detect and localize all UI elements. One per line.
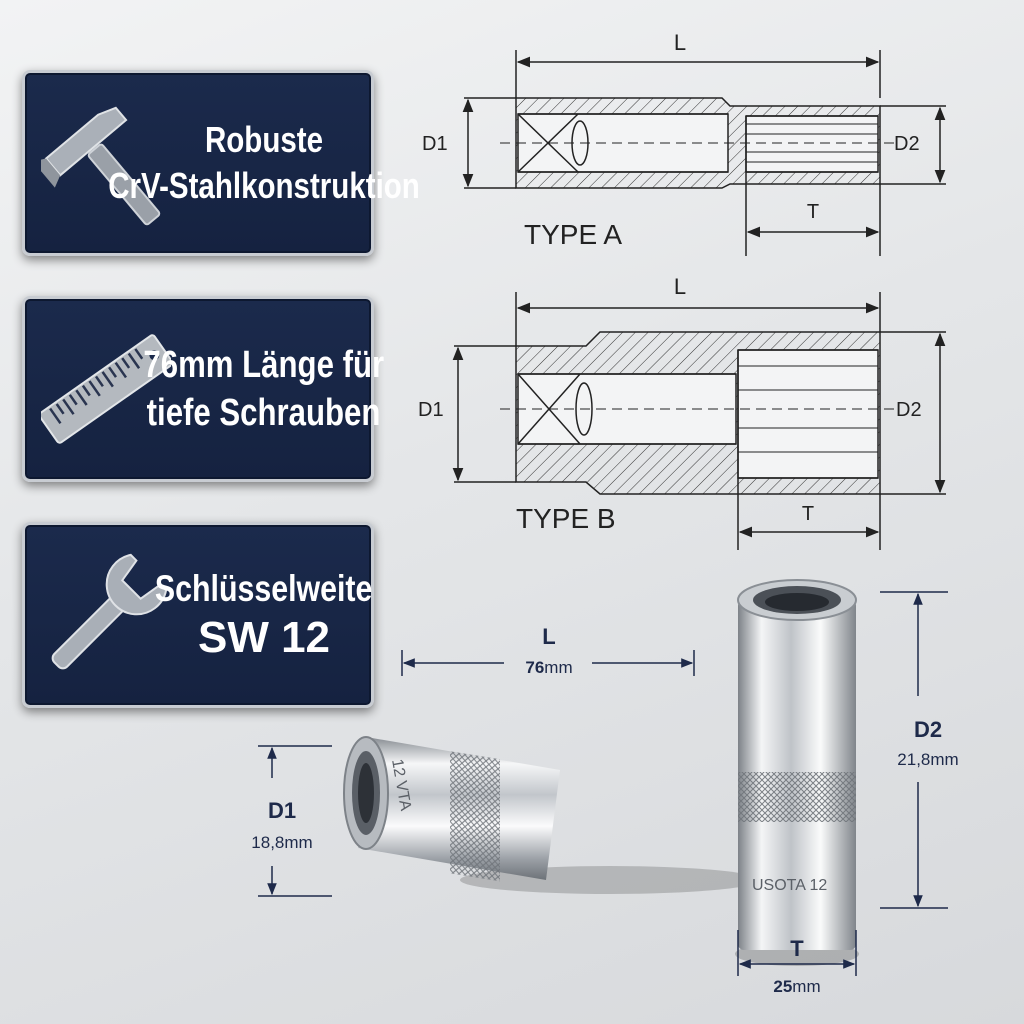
type-b-title: TYPE B bbox=[516, 503, 616, 534]
feature-line-1: Schlüsselweite bbox=[155, 568, 373, 609]
type-a-title: TYPE A bbox=[524, 219, 622, 250]
dim-d1-label: D1 bbox=[268, 798, 296, 823]
type-a-t-label: T bbox=[807, 201, 819, 223]
feature-panel-material: Robuste CrV-Stahlkonstruktion bbox=[22, 70, 420, 256]
type-b-l-label: L bbox=[674, 274, 686, 299]
dim-t-value: 25mm bbox=[773, 977, 820, 996]
feature-line-2: tiefe Schrauben bbox=[147, 392, 381, 434]
ruler-icon bbox=[41, 334, 171, 444]
dim-d2-unit: mm bbox=[930, 750, 958, 769]
dim-t bbox=[737, 930, 857, 976]
drawing-type-a bbox=[462, 50, 946, 256]
feature-line-2: CrV-Stahlkonstruktion bbox=[108, 165, 420, 206]
wrench-icon bbox=[51, 553, 168, 670]
dim-l-value: 76mm bbox=[525, 658, 572, 677]
feature-line-1: Robuste bbox=[204, 119, 324, 160]
engraving-socket-b: USOTA 12 bbox=[752, 877, 827, 894]
type-a-d1-label: D1 bbox=[422, 133, 448, 155]
dim-l-unit: mm bbox=[544, 658, 572, 677]
feature-line-1: 76mm Länge für bbox=[143, 344, 385, 386]
dim-d1-value: 18,8mm bbox=[251, 833, 312, 852]
feature-line-2: SW 12 bbox=[197, 613, 331, 662]
dim-l-label: L bbox=[542, 624, 555, 649]
dim-d1 bbox=[258, 745, 332, 897]
dim-l-number: 76 bbox=[525, 658, 544, 677]
feature-panel-length: 76mm Länge für tiefe Schrauben bbox=[22, 296, 384, 482]
dim-t-unit: mm bbox=[792, 977, 820, 996]
dim-l bbox=[401, 650, 695, 676]
type-a-l-label: L bbox=[674, 30, 686, 55]
dim-d2-value: 21,8mm bbox=[897, 750, 958, 769]
dim-d2-label: D2 bbox=[914, 717, 942, 742]
technical-drawings: L D1 D2 T TYPE A L D1 D2 T TYPE B bbox=[418, 30, 946, 550]
socket-standing: USOTA 12 bbox=[735, 579, 859, 966]
type-b-t-label: T bbox=[802, 503, 814, 525]
dim-d1-number: 18,8 bbox=[251, 833, 284, 852]
dim-t-label: T bbox=[790, 936, 804, 961]
type-a-d2-label: D2 bbox=[894, 133, 920, 155]
dim-d1-unit: mm bbox=[284, 833, 312, 852]
dim-d2-number: 21,8 bbox=[897, 750, 930, 769]
type-b-d1-label: D1 bbox=[418, 399, 444, 421]
dim-t-number: 25 bbox=[773, 977, 792, 996]
hammer-icon bbox=[41, 106, 161, 226]
socket-lying: 12 VTA bbox=[343, 736, 760, 894]
feature-panel-size: Schlüsselweite SW 12 bbox=[22, 522, 374, 708]
type-b-d2-label: D2 bbox=[896, 399, 922, 421]
dim-d2 bbox=[880, 591, 948, 909]
drawing-type-b bbox=[452, 292, 946, 550]
